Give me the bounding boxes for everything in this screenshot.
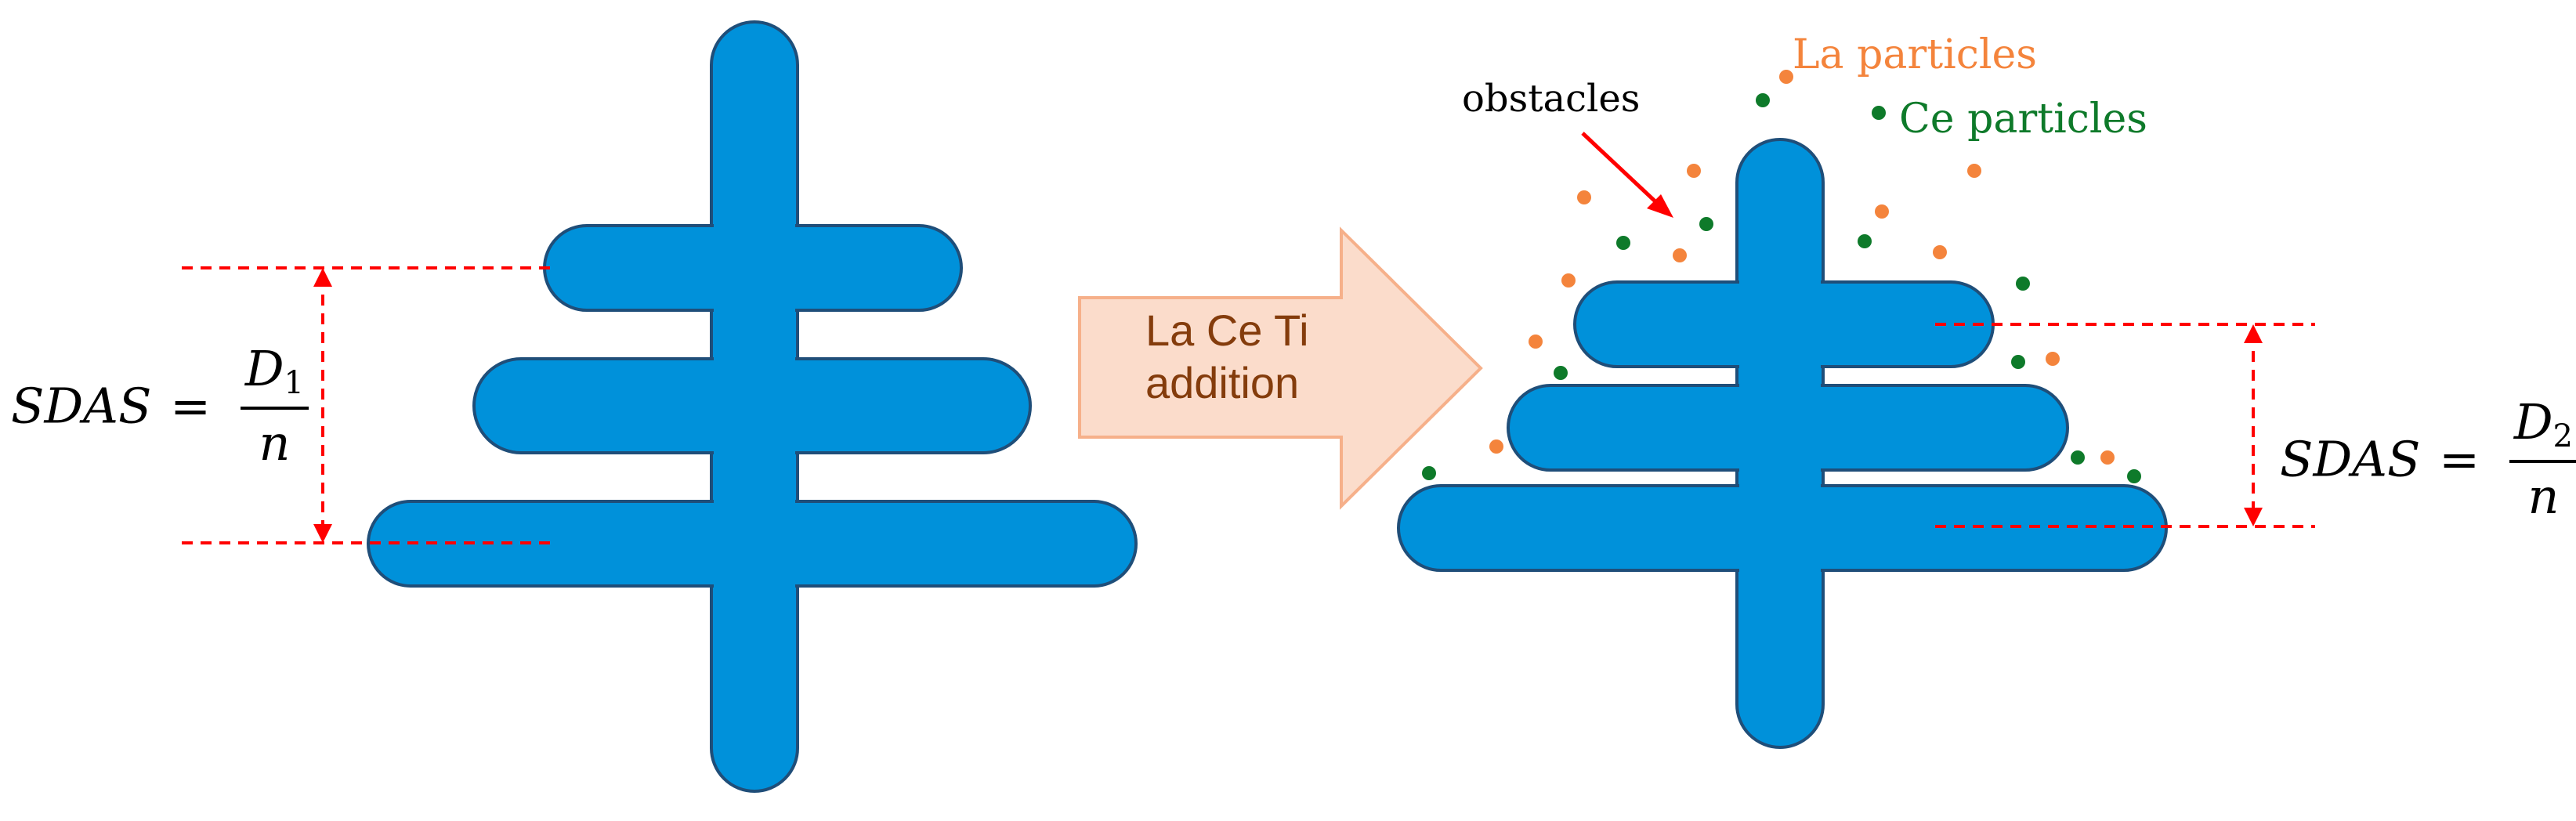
big-arrow-label: La Ce Ti addition (1145, 304, 1309, 409)
left-dendrite (367, 20, 1138, 793)
ce-particle (1616, 236, 1630, 250)
la-particle (1687, 164, 1701, 178)
ce-particle (2016, 277, 2030, 291)
right-formula-num-var: D (2513, 393, 2553, 450)
right-formula-fraction: D2 n (2509, 398, 2576, 521)
left-formula-equals: = (170, 377, 212, 435)
obstacles-pointer-head (1647, 194, 1673, 218)
left-sdas-formula: SDAS = D1 n (11, 345, 309, 468)
obstacles-pointer (1581, 132, 1673, 218)
ce-particle (1699, 217, 1713, 231)
right-trunk-overlay (1739, 142, 1821, 745)
left-formula-fraction: D1 n (240, 345, 309, 472)
right-formula-numerator: D2 (2509, 398, 2576, 463)
ce-particle (2127, 469, 2141, 483)
left-formula-num-sub: 1 (284, 365, 304, 401)
la-particle (2100, 450, 2115, 465)
left-trunk-overlay (714, 24, 795, 789)
ce-particle (1554, 366, 1568, 380)
la-particle (2046, 352, 2060, 366)
ce-particles-label: Ce particles (1899, 96, 2147, 143)
right-formula-denominator: n (2527, 468, 2560, 525)
ce-particle (1858, 234, 1872, 248)
la-particle (1933, 245, 1947, 259)
la-particle (1561, 273, 1576, 288)
right-dendrite (1397, 138, 2168, 749)
la-particles-label: La particles (1793, 31, 2037, 78)
left-formula-lhs: SDAS (11, 377, 152, 435)
la-particle (1673, 248, 1687, 262)
obstacles-pointer-line (1581, 132, 1661, 207)
ce-particle (1872, 106, 1886, 120)
ce-particle-dots (1422, 93, 2141, 483)
big-arrow-line1: La Ce Ti (1145, 306, 1309, 355)
la-particle (1577, 190, 1591, 204)
left-formula-numerator: D1 (240, 345, 309, 410)
ce-particle (1756, 93, 1770, 107)
right-arrowhead-up (2244, 324, 2263, 343)
la-particle (1529, 335, 1543, 349)
la-particle (1489, 439, 1503, 454)
right-formula-lhs: SDAS (2280, 430, 2421, 488)
right-formula-equals: = (2439, 430, 2480, 488)
la-particle (1967, 164, 1981, 178)
left-formula-num-var: D (244, 340, 284, 397)
ce-particle (2011, 355, 2025, 369)
left-arrowhead-down (313, 524, 332, 543)
right-sdas-formula: SDAS = D2 n (2280, 398, 2576, 521)
la-particle (1875, 204, 1889, 219)
ce-particle (1422, 466, 1436, 480)
left-arrowhead-up (313, 268, 332, 287)
big-arrow-shape (1078, 226, 1483, 510)
left-formula-denominator: n (259, 414, 291, 472)
left-spacing-guide (182, 266, 558, 544)
right-arrowhead-down (2244, 508, 2263, 526)
right-spacing-guide (1935, 323, 2315, 528)
la-particle (1779, 70, 1793, 84)
la-particle-dots (1489, 70, 2115, 465)
right-formula-num-sub: 2 (2552, 418, 2573, 454)
big-arrow-line2: addition (1145, 358, 1300, 408)
obstacles-label: obstacles (1462, 77, 1641, 121)
ce-particle (2071, 450, 2085, 465)
